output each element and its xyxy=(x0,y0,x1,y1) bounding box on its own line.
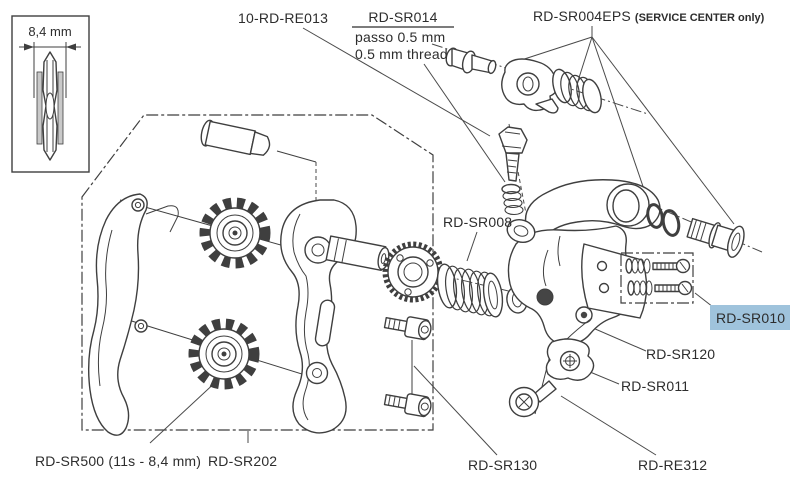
label-rd-sr500[interactable]: RD-SR500 (11s - 8,4 mm) xyxy=(35,453,201,469)
highlight-box xyxy=(710,305,790,330)
label-rd-sr202[interactable]: RD-SR202 xyxy=(208,453,277,469)
label-rd-sr008[interactable]: RD-SR008 xyxy=(443,214,512,230)
pulley-width-label: 8,4 mm xyxy=(28,24,71,39)
leader-lines xyxy=(149,26,735,456)
label-rd-re312[interactable]: RD-RE312 xyxy=(638,457,707,473)
label-rd-sr130[interactable]: RD-SR130 xyxy=(468,457,537,473)
upper-jockey-wheel xyxy=(199,197,271,269)
arrowhead-right-icon xyxy=(24,43,34,51)
label-rd-sr120[interactable]: RD-SR120 xyxy=(646,346,715,362)
eps-bracket xyxy=(501,58,559,114)
lower-jockey-wheel xyxy=(188,318,260,390)
limit-screw-row-2 xyxy=(627,280,693,296)
inner-cage-plate xyxy=(87,193,179,436)
pulley-dimension-box: 8,4 mm xyxy=(11,15,90,173)
outer-cage-plate xyxy=(280,199,390,434)
o-rings xyxy=(646,203,681,237)
limit-screw-kit xyxy=(620,252,694,304)
cage-fixing-bolts xyxy=(383,316,432,418)
label-rd-sr011[interactable]: RD-SR011 xyxy=(621,378,689,394)
pulley-bolt xyxy=(200,119,271,156)
cage-kit-outline xyxy=(81,114,434,431)
label-rd-sr014-title[interactable]: RD-SR014 xyxy=(368,9,437,25)
label-10-rd-re013[interactable]: 10-RD-RE013 xyxy=(238,10,328,26)
eps-plug-bolt xyxy=(686,217,745,258)
b-screw-spring xyxy=(501,183,524,216)
cage-stud xyxy=(325,235,390,272)
dimension-arrows xyxy=(19,42,81,98)
threaded-pin xyxy=(445,47,497,75)
b-screw xyxy=(498,126,528,182)
limit-screw-row-1 xyxy=(625,258,691,274)
derailleur-body xyxy=(506,179,661,356)
label-rd-sr010-text[interactable]: RD-SR010 xyxy=(716,310,785,326)
label-rd-sr014-note1: passo 0.5 mm xyxy=(355,29,445,45)
label-rd-sr010[interactable]: RD-SR010 xyxy=(710,305,790,330)
arrowhead-left-icon xyxy=(66,43,76,51)
eps-spring xyxy=(552,68,602,114)
label-rd-sr014[interactable]: RD-SR014 passo 0.5 mm 0.5 mm thread xyxy=(352,9,454,62)
main-spring xyxy=(436,263,504,318)
pulley-side-view xyxy=(36,51,64,161)
cable-clamp-plate xyxy=(545,338,595,381)
label-rd-sr004eps[interactable]: RD-SR004EPS(SERVICE CENTER only) xyxy=(533,8,765,24)
clamp-bolt xyxy=(508,380,557,418)
part-labels: 10-RD-RE013 RD-SR014 passo 0.5 mm 0.5 mm… xyxy=(35,8,790,473)
label-rd-sr014-note2: 0.5 mm thread xyxy=(355,46,448,62)
